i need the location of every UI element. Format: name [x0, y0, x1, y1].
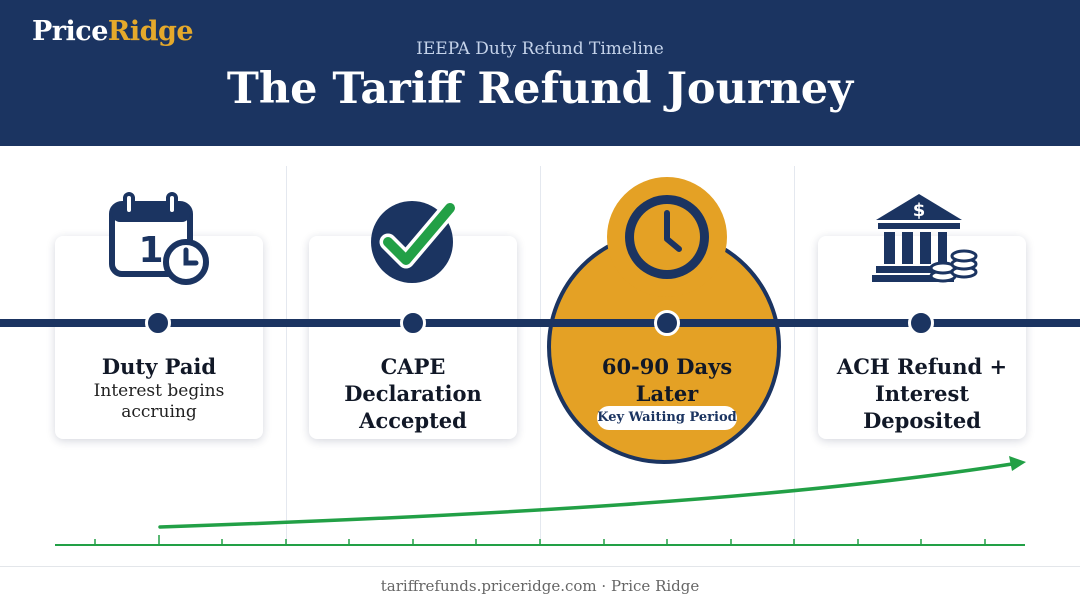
timeline-dot-4	[908, 310, 934, 336]
stage-1-title: Duty Paid	[101, 354, 217, 379]
interest-growth-chart	[55, 456, 1026, 546]
brand-name-part2: Ridge	[107, 16, 194, 47]
footer-divider	[0, 566, 1080, 567]
stage-1-subtitle: Interest begins accruing	[93, 381, 225, 422]
stage-4-title: ACH Refund + Interest Deposited	[836, 354, 1008, 433]
header-subtitle: IEEPA Duty Refund Timeline	[416, 39, 664, 59]
growth-curve	[158, 462, 1014, 529]
brand-logo: PriceRidge	[32, 16, 194, 47]
svg-text:1: 1	[138, 230, 163, 271]
check-circle-icon	[368, 196, 460, 286]
column-divider	[794, 166, 795, 546]
baseline-ticks	[94, 535, 986, 545]
column-divider	[286, 166, 287, 546]
stage-2-title: CAPE Declaration Accepted	[344, 354, 482, 433]
brand-name-part1: Price	[32, 16, 108, 47]
column-divider	[540, 166, 541, 546]
bank-coins-icon: $	[872, 188, 982, 288]
footer-text: tariffrefunds.priceridge.com · Price Rid…	[380, 577, 700, 595]
timeline-dot-3	[654, 310, 680, 336]
timeline-bar	[0, 319, 1080, 327]
calendar-clock-icon: 1	[108, 192, 214, 286]
header-banner: PriceRidge IEEPA Duty Refund Timeline Th…	[0, 0, 1080, 146]
clock-icon	[621, 191, 713, 283]
page-title: The Tariff Refund Journey	[226, 64, 854, 114]
svg-text:$: $	[913, 200, 926, 221]
growth-arrowhead	[1009, 456, 1026, 471]
key-waiting-period-badge: Key Waiting Period	[597, 406, 737, 430]
timeline-dot-1	[145, 310, 171, 336]
timeline-dot-2	[400, 310, 426, 336]
stage-3-title: 60-90 Days Later	[601, 354, 733, 406]
